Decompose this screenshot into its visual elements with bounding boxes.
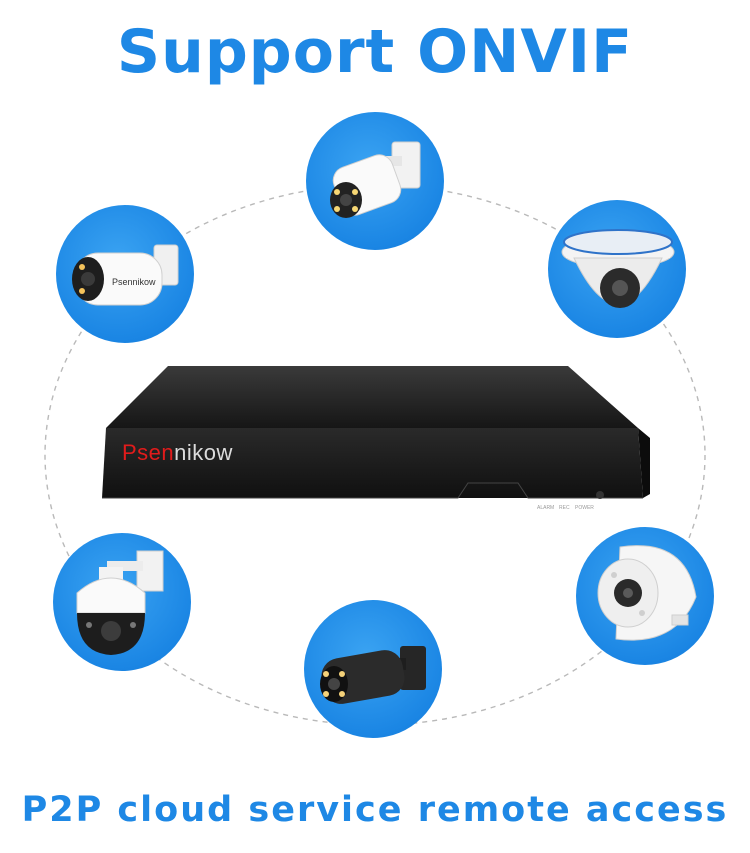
footline: P2P cloud service remote access <box>21 790 729 830</box>
fisheye-camera-icon <box>597 545 697 641</box>
nvr-brand-white: nikow <box>174 440 233 465</box>
dome-camera-icon <box>561 229 675 308</box>
nvr-brand-red: Psen <box>122 440 175 465</box>
bullet-camera-icon: Psennikow <box>72 244 179 306</box>
bubble-bullet-camera-left: Psennikow <box>56 205 194 343</box>
ptz-camera-icon <box>76 550 164 655</box>
indicator-power: POWER <box>575 505 594 511</box>
bullet-camera-icon <box>320 646 426 704</box>
nvr-recorder <box>102 366 650 499</box>
bubble-dome-camera <box>548 200 686 338</box>
bubble-ptz-camera <box>53 533 191 671</box>
bullet-camera-icon <box>330 141 421 218</box>
indicator-rec: REC <box>559 505 570 511</box>
headline: Support ONVIF <box>116 17 634 87</box>
indicator-alarm: ALARM <box>537 505 555 511</box>
bubble-fisheye-camera <box>576 527 714 665</box>
camera-brand-label: Psennikow <box>112 277 156 287</box>
bubble-bullet-camera-black <box>304 600 442 738</box>
bubble-bullet-camera-top <box>306 112 444 250</box>
nvr-brand: Psennikow <box>122 440 233 466</box>
